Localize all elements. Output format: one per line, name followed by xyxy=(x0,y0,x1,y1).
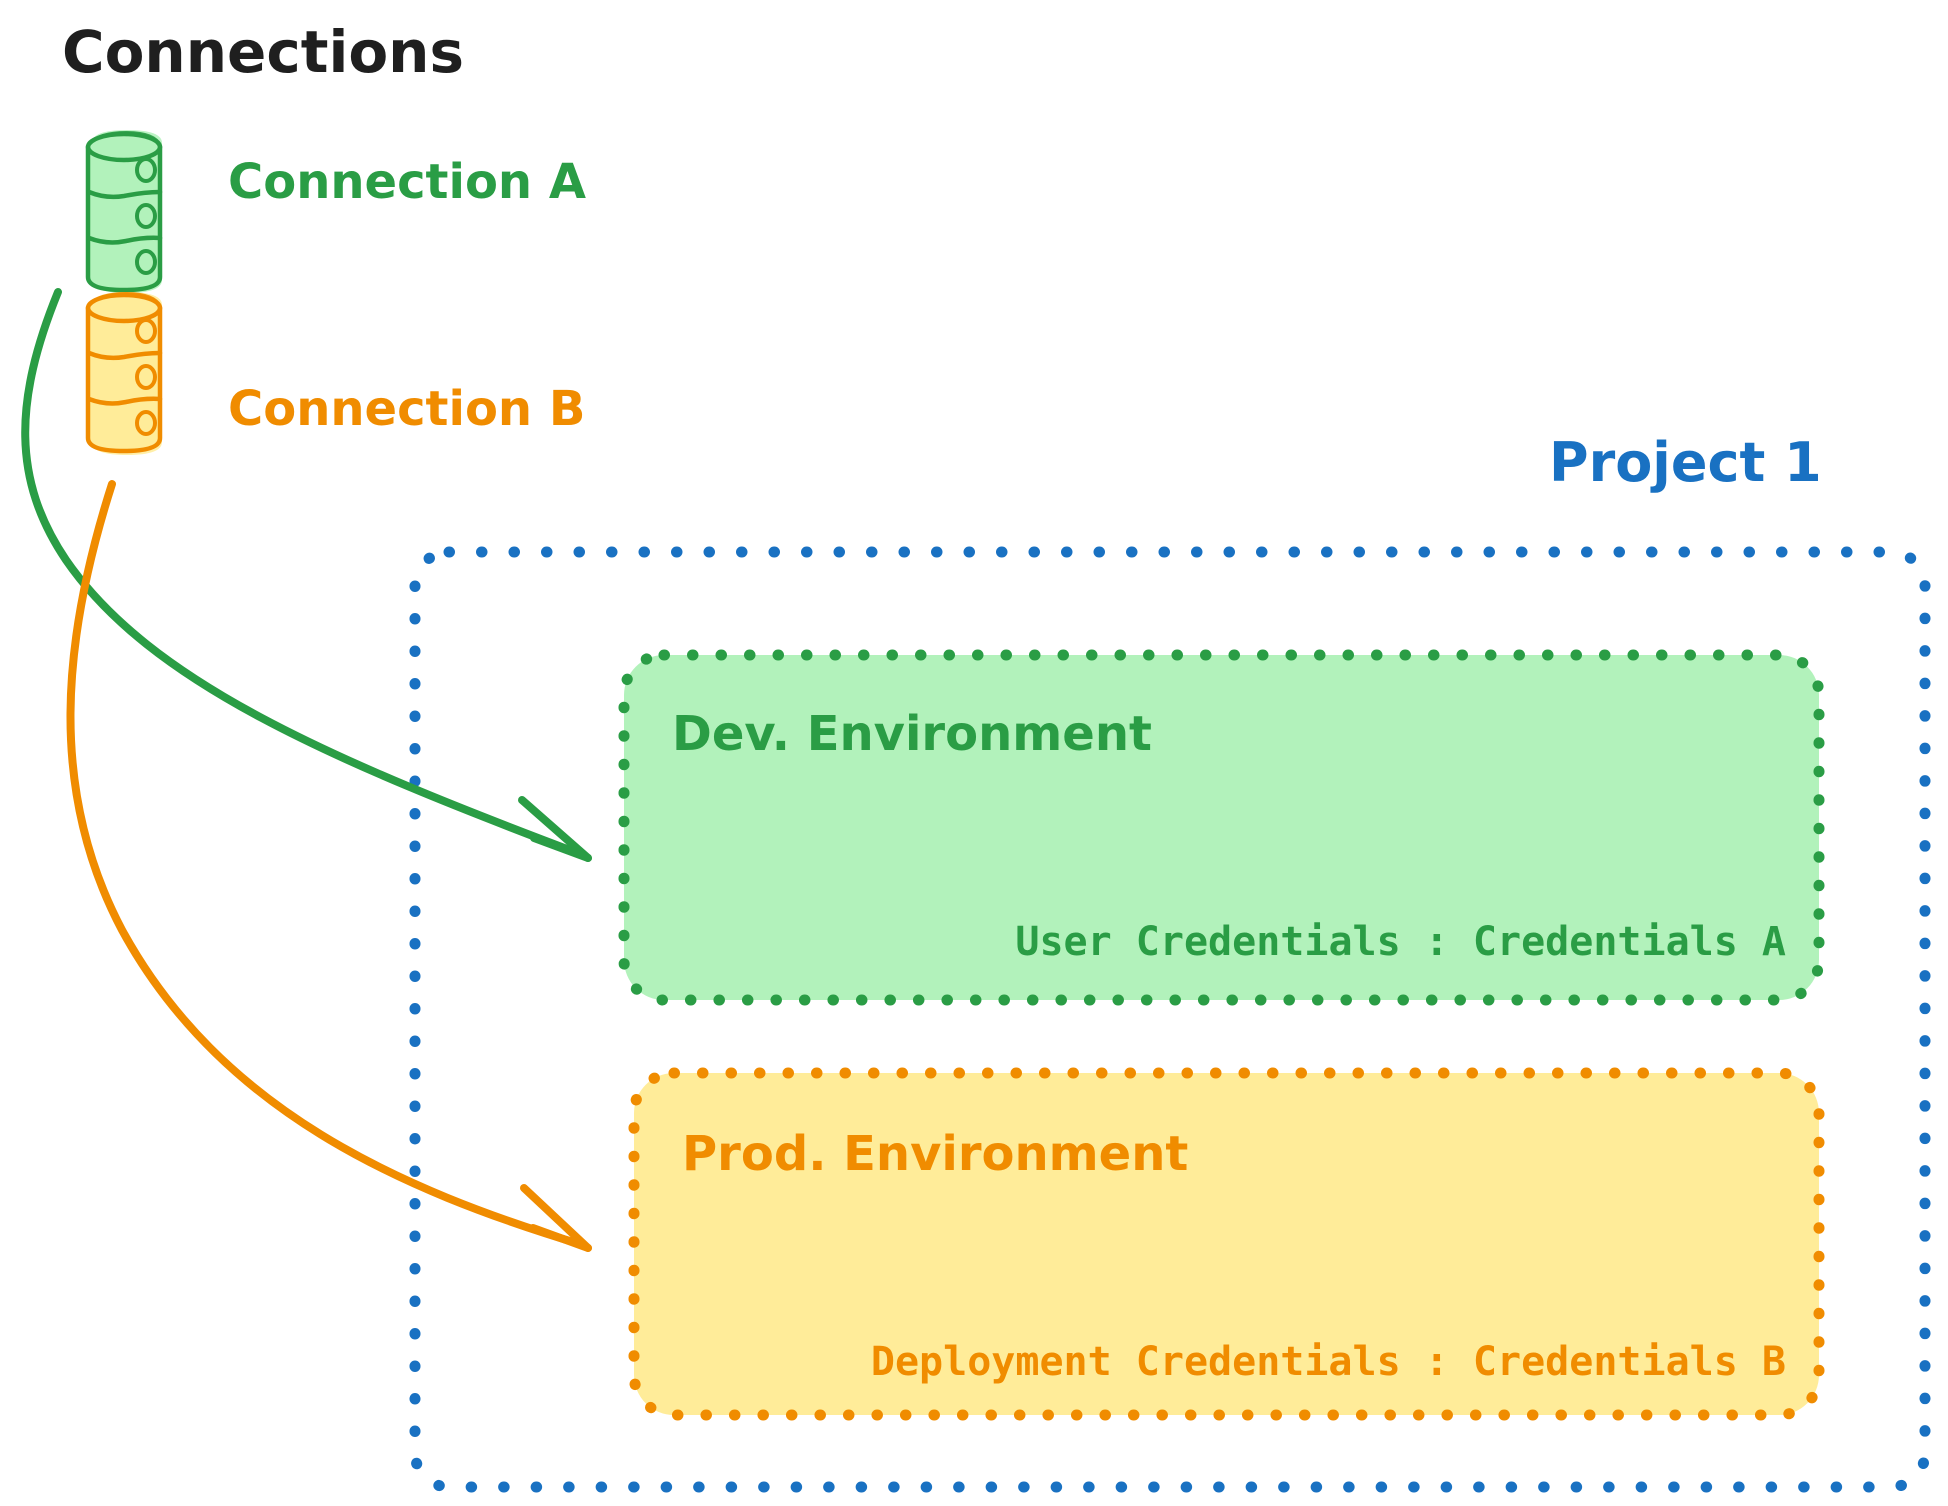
connection-a-icon-group[interactable]: Connection A xyxy=(85,130,586,293)
project-1-title: Project 1 xyxy=(1549,431,1822,494)
dev-environment-credentials: User Credentials : Credentials A xyxy=(1015,919,1786,965)
connection-a-label: Connection A xyxy=(228,154,586,210)
database-cylinder-icon xyxy=(85,291,163,455)
page-title: Connections xyxy=(62,18,464,86)
prod-environment-title: Prod. Environment xyxy=(682,1126,1188,1182)
prod-environment-box[interactable]: Prod. Environment Deployment Credentials… xyxy=(628,1067,1825,1421)
project-1-container[interactable]: Project 1 xyxy=(409,431,1931,1493)
connection-b-icon-group[interactable]: Connection B xyxy=(85,291,585,455)
dev-environment-title: Dev. Environment xyxy=(672,706,1152,762)
project-1-border xyxy=(409,546,1931,1493)
dev-environment-border xyxy=(618,649,1825,1006)
connection-b-label: Connection B xyxy=(228,381,585,437)
arrow-connection-a-to-dev xyxy=(21,288,592,862)
prod-environment-credentials: Deployment Credentials : Credentials B xyxy=(871,1339,1786,1385)
prod-environment-border xyxy=(628,1067,1825,1421)
database-cylinder-icon xyxy=(85,130,163,293)
arrow-connection-b-to-prod xyxy=(66,480,592,1252)
dev-environment-box[interactable]: Dev. Environment User Credentials : Cred… xyxy=(618,649,1825,1006)
